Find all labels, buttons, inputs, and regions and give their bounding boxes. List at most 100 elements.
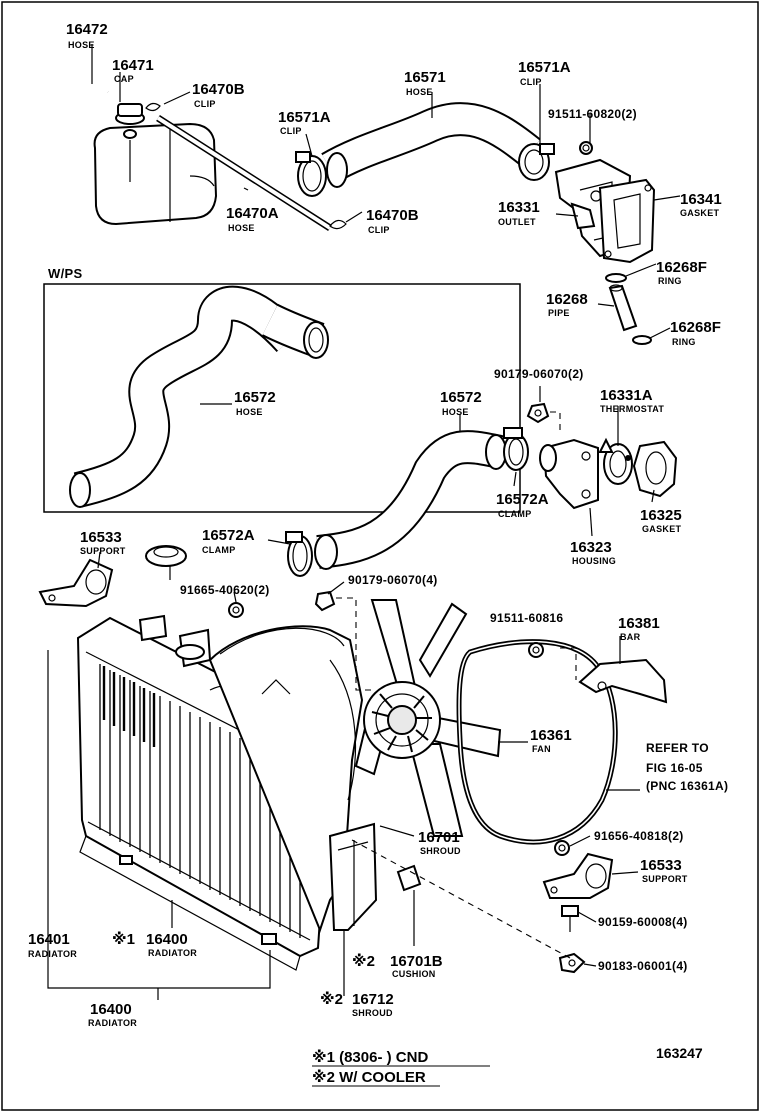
gasket-16341 xyxy=(598,178,656,264)
hose-16470a xyxy=(156,115,332,231)
label-91511-60816-num: 91511-60816 xyxy=(490,611,563,625)
label-16701-num: 16701 xyxy=(418,829,460,846)
bolt-91665-40620 xyxy=(228,602,244,618)
label-16712-name: SHROUD xyxy=(352,1008,393,1018)
overflow-hose-16472 xyxy=(84,85,109,136)
label-16571a-right-num: 16571A xyxy=(518,59,571,76)
label-91511-60820-num: 91511-60820(2) xyxy=(548,107,637,121)
bolt-91511-60820 xyxy=(579,141,593,155)
bolt-91656-40818 xyxy=(554,840,570,856)
label-16572a-right-num: 16572A xyxy=(496,491,549,508)
label-16572-name: HOSE xyxy=(442,407,469,417)
radiator-dark-fins xyxy=(102,666,156,747)
label-16571-name: HOSE xyxy=(406,87,433,97)
clip-16470b-bottom xyxy=(329,219,347,230)
label-16400-a-name: RADIATOR xyxy=(148,948,197,958)
thermostat-16331a xyxy=(598,437,633,485)
label-16533-right-num: 16533 xyxy=(640,857,682,874)
label-16712-num: 16712 xyxy=(352,991,394,1008)
refer-line-2: FIG 16-05 xyxy=(646,761,703,775)
reservoir-tank xyxy=(93,122,218,226)
label-16572-wps-name: HOSE xyxy=(236,407,263,417)
label-16470b-bot-name: CLIP xyxy=(368,225,390,235)
label-16572-wps-num: 16572 xyxy=(234,389,276,406)
label-16572-num: 16572 xyxy=(440,389,482,406)
ring-16268f-top xyxy=(605,273,627,283)
label-16331a-name: THERMOSTAT xyxy=(600,404,664,414)
label-16471-num: 16471 xyxy=(112,57,154,74)
label-16268f-bot-name: RING xyxy=(672,337,696,347)
label-16268f-bot-num: 16268F xyxy=(670,319,721,336)
label-16470b-top-name: CLIP xyxy=(194,99,216,109)
bolt-90159-60008 xyxy=(561,905,579,932)
label-16325-num: 16325 xyxy=(640,507,682,524)
marker-1-radiator: ※1 xyxy=(112,930,135,948)
fan-clutch-fins xyxy=(371,693,432,753)
footnote-2: ※2 W/ COOLER xyxy=(312,1068,426,1086)
leader-nut-top xyxy=(550,411,561,432)
radiator-cap xyxy=(145,545,187,567)
clip-16470b-top xyxy=(145,102,161,112)
label-16401-num: 16401 xyxy=(28,931,70,948)
label-16331a-num: 16331A xyxy=(600,387,653,404)
label-16268f-top-num: 16268F xyxy=(656,259,707,276)
refer-line-3: (PNC 16361A) xyxy=(646,779,728,793)
upper-hose-16571 xyxy=(321,102,541,188)
label-16401-name: RADIATOR xyxy=(28,949,77,959)
label-16701b-name: CUSHION xyxy=(392,969,436,979)
label-91665-num: 91665-40620(2) xyxy=(180,583,270,597)
label-16400-b-name: RADIATOR xyxy=(88,1018,137,1028)
cushion-16701b xyxy=(396,864,422,892)
label-16331-num: 16331 xyxy=(498,199,540,216)
label-16470a-num: 16470A xyxy=(226,205,279,222)
label-16471-name: CAP xyxy=(114,74,134,84)
shroud-16701 xyxy=(208,625,364,933)
pipe-16268 xyxy=(608,284,638,332)
label-16572a-right-name: CLAMP xyxy=(498,509,532,519)
clip-16571a-left xyxy=(295,151,327,197)
label-16400-a-num: 16400 xyxy=(146,931,188,948)
leader-cushion xyxy=(351,839,571,959)
label-16533-right-name: SUPPORT xyxy=(642,874,688,884)
label-16572a-left-num: 16572A xyxy=(202,527,255,544)
bolt-91511-60816 xyxy=(528,642,544,658)
label-16323-num: 16323 xyxy=(570,539,612,556)
bar-16381 xyxy=(578,658,668,704)
nut-90179-06070-top xyxy=(526,402,550,424)
leader-bolt-60816 xyxy=(560,647,577,680)
label-16571a-left-name: CLIP xyxy=(280,126,302,136)
label-16361-num: 16361 xyxy=(530,727,572,744)
label-16571a-left-num: 16571A xyxy=(278,109,331,126)
label-16325-name: GASKET xyxy=(642,524,682,534)
leader-nut-mid xyxy=(336,597,372,691)
label-16341-name: GASKET xyxy=(680,208,720,218)
clamp-16572a-right xyxy=(503,427,529,471)
label-16331-name: OUTLET xyxy=(498,217,536,227)
label-16701b-num: 16701B xyxy=(390,953,443,970)
label-16323-name: HOUSING xyxy=(572,556,616,566)
label-16572a-left-name: CLAMP xyxy=(202,545,236,555)
label-16470b-top-num: 16470B xyxy=(192,81,245,98)
label-16470b-bot-num: 16470B xyxy=(366,207,419,224)
inset-hose-16572 xyxy=(69,285,329,508)
refer-line-1: REFER TO xyxy=(646,741,709,755)
label-16472-num: 16472 xyxy=(66,21,108,38)
gasket-16325 xyxy=(632,440,678,498)
marker-2-cushion: ※2 xyxy=(352,952,375,970)
label-16361-name: FAN xyxy=(532,744,551,754)
nut-90179-06070-mid xyxy=(314,590,336,612)
label-16381-name: BAR xyxy=(620,632,641,642)
label-16470a-name: HOSE xyxy=(228,223,255,233)
label-16533-left-name: SUPPORT xyxy=(80,546,126,556)
clamp-16572a-left xyxy=(285,531,313,577)
support-16533-right xyxy=(542,852,614,899)
support-16533-left xyxy=(38,558,114,608)
label-90179-mid-num: 90179-06070(4) xyxy=(348,573,438,587)
label-16533-left-num: 16533 xyxy=(80,529,122,546)
label-16571-num: 16571 xyxy=(404,69,446,86)
clip-16571a-right xyxy=(518,143,555,181)
label-16268-num: 16268 xyxy=(546,291,588,308)
fan-16361 xyxy=(354,599,502,837)
ring-16268f-bottom xyxy=(632,335,652,345)
